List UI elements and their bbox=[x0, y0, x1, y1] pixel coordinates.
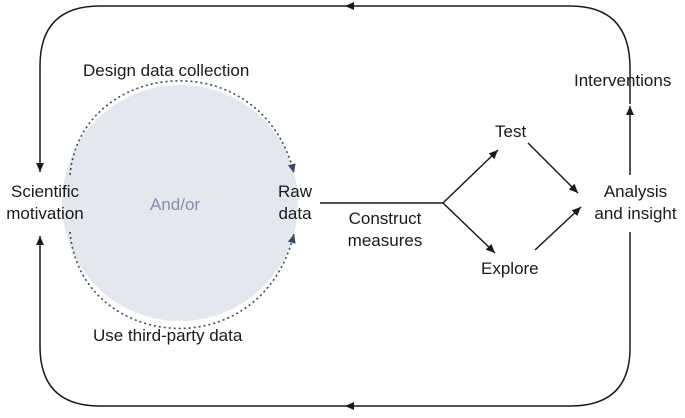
outer-loop-bottom bbox=[345, 232, 631, 410]
interventions-label: Interventions bbox=[574, 71, 672, 90]
test-to-analysis-arrow bbox=[527, 142, 579, 194]
outer-loop-top bbox=[345, 2, 631, 104]
scientific-motivation-label: Scientific motivation bbox=[6, 182, 84, 223]
test-label: Test bbox=[495, 122, 527, 141]
analysis-and-insight-label: Analysis and insight bbox=[594, 182, 677, 223]
data-source-circle bbox=[62, 85, 298, 321]
explore-label: Explore bbox=[481, 259, 539, 278]
design-data-collection-label: Design data collection bbox=[83, 61, 250, 80]
construct-measures-label: Construct measures bbox=[347, 209, 423, 250]
outer-loop-top-left bbox=[36, 5, 345, 172]
and-or-label: And/or bbox=[150, 195, 201, 214]
use-third-party-data-label: Use third-party data bbox=[93, 326, 243, 345]
explore-to-analysis-arrow bbox=[534, 206, 582, 251]
branch-to-explore-arrow bbox=[442, 202, 496, 254]
branch-to-test-arrow bbox=[442, 149, 499, 204]
outer-loop-bottom-left bbox=[36, 236, 345, 407]
raw-data-label: Raw data bbox=[277, 182, 312, 223]
